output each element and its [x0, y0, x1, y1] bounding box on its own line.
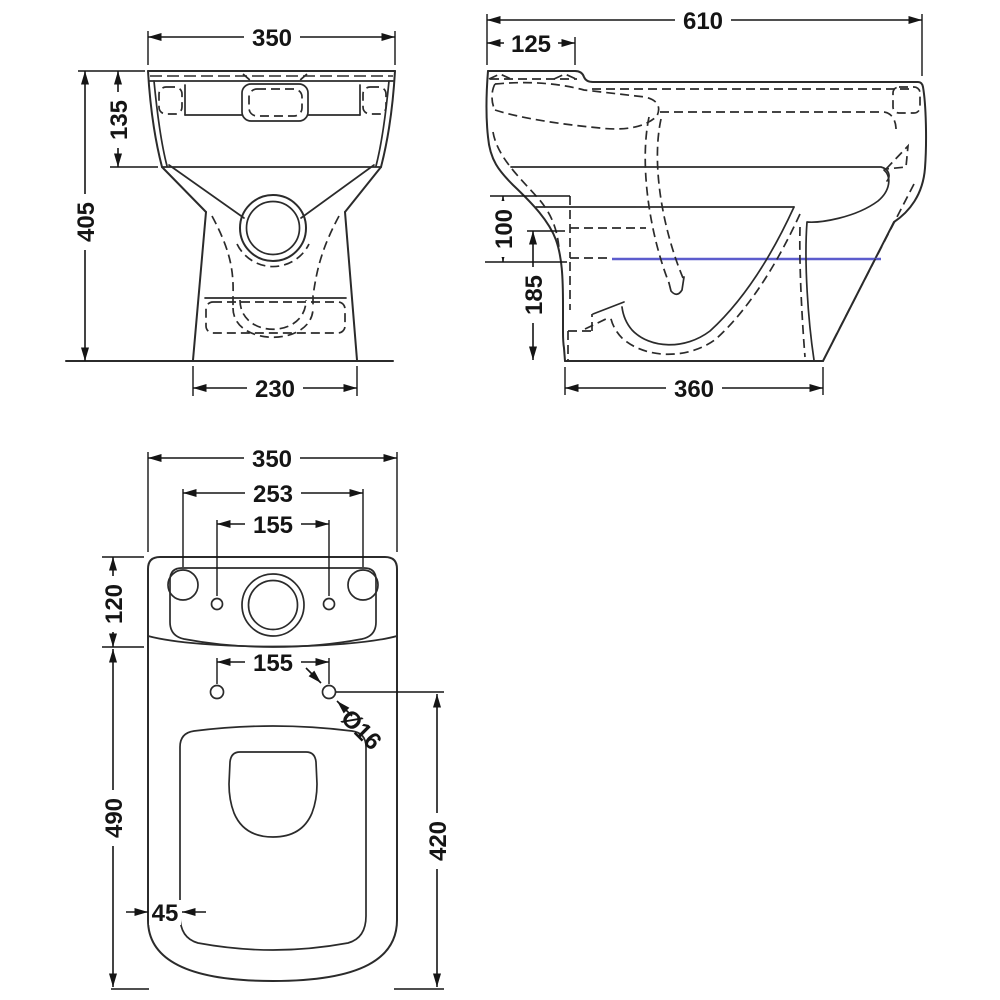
dim-label: 360: [674, 376, 714, 403]
dim-plan-outer-hole-spacing: 253: [182, 481, 364, 567]
dim-plan-overall-length: 490: [100, 649, 149, 990]
front-trap-circle-inner: [245, 200, 301, 256]
dim-plan-seat-hole-diameter: Ø16: [305, 667, 387, 756]
dim-plan-overall-width: 350: [147, 446, 398, 552]
dim-label: 45: [152, 900, 179, 927]
dim-label: 125: [511, 31, 551, 58]
dim-side-outlet-height: 185: [520, 230, 565, 360]
left-seat-hole: [209, 684, 225, 700]
dim-label: Ø16: [335, 704, 386, 755]
dim-label: 350: [252, 25, 292, 52]
front-right-fixing-pocket: [362, 86, 387, 115]
left-fixing-hole: [167, 569, 199, 601]
dim-side-shelf-depth: 125: [487, 31, 576, 65]
dim-label: 350: [252, 446, 292, 473]
dim-label: 155: [253, 650, 293, 677]
right-fixing-hole: [347, 569, 379, 601]
dim-plan-rim-offset: 45: [126, 900, 206, 927]
dim-plan-seat-hole-spacing: 155: [216, 650, 330, 684]
dim-front-shelf-height: 135: [78, 70, 158, 168]
side-view: 610 125 100 185: [485, 8, 928, 403]
plan-view: 350 253 155 120: [100, 446, 452, 990]
dim-label: 185: [521, 275, 548, 315]
dim-side-overall-depth: 610: [486, 8, 923, 76]
dim-label: 490: [101, 798, 128, 838]
right-bolt-hole: [322, 597, 336, 611]
dim-label: 135: [106, 100, 133, 140]
dim-label: 405: [73, 202, 100, 242]
front-trap-circle-outer: [239, 194, 307, 262]
dim-side-rim-to-water: 100: [485, 195, 570, 263]
front-base-outlet-box: [205, 301, 346, 334]
dim-plan-shelf-depth: 120: [100, 556, 144, 648]
dim-plan-inner-hole-spacing: 155: [216, 512, 330, 596]
dim-label: 100: [491, 209, 518, 249]
dim-label: 253: [253, 481, 293, 508]
dim-label: 120: [101, 584, 128, 624]
left-bolt-hole: [210, 597, 224, 611]
dim-label: 610: [683, 8, 723, 35]
dim-front-overall-width: 350: [147, 25, 396, 65]
dim-side-base-depth: 360: [564, 367, 824, 403]
front-flush-recess: [241, 83, 309, 122]
front-left-fixing-pocket: [158, 86, 183, 115]
flush-inlet-outer: [241, 573, 305, 637]
dim-front-overall-height: 405: [72, 71, 100, 361]
right-seat-hole: [321, 684, 337, 700]
side-fixing-pocket: [892, 86, 921, 114]
dim-front-base-width: 230: [192, 366, 358, 403]
dim-label: 230: [255, 376, 295, 403]
dim-plan-seat-hole-to-front: 420: [336, 691, 452, 990]
dim-label: 155: [253, 512, 293, 539]
dim-label: 420: [425, 821, 452, 861]
front-view: 350 135 405 230: [65, 25, 396, 403]
flush-inlet-inner: [247, 579, 299, 631]
